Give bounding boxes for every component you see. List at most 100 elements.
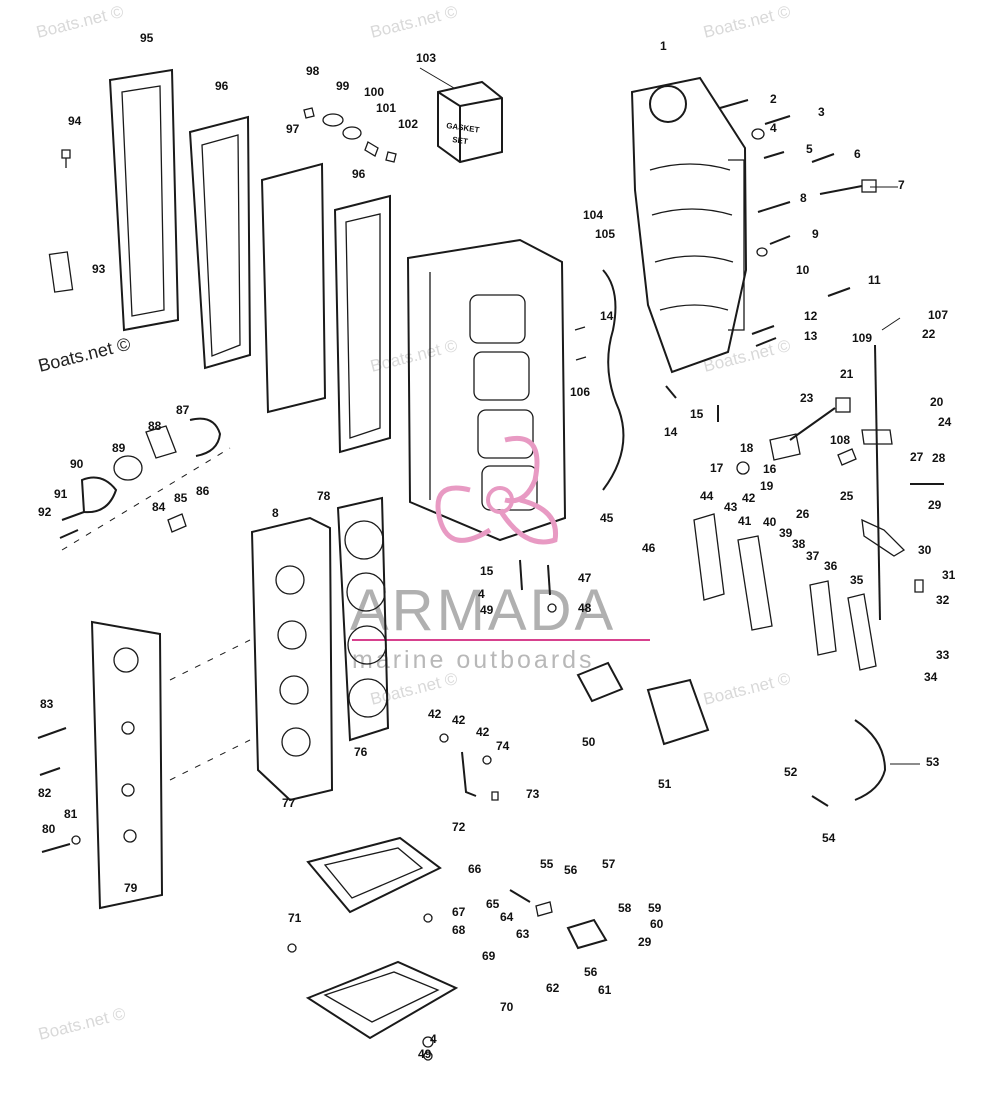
callout-100: 100 [364,85,384,99]
exhaust-gasket-96b [333,194,391,454]
watermark: Boats.net © [368,2,459,42]
callout-58: 58 [618,901,632,915]
crankcase-outline [630,76,748,374]
nut-74 [482,755,492,765]
callout-49: 49 [480,603,494,617]
linkage-assembly [693,344,944,801]
callout-77: 77 [282,796,296,810]
callout-37: 37 [806,549,820,563]
plug-83 [37,727,67,739]
callout-94: 94 [68,114,82,128]
lever-41 [737,535,773,631]
callout-32: 32 [936,593,950,607]
bolt-91 [61,511,85,521]
callout-44: 44 [700,489,714,503]
callout-70: 70 [500,1000,514,1014]
callout-71: 71 [288,911,302,925]
gasket-ring-1 [344,520,384,560]
hose-end-54 [811,795,829,807]
callout-26: 26 [796,507,810,521]
callout-81: 81 [64,807,78,821]
watermark-layer: Boats.net © Boats.net © Boats.net © Boat… [34,2,792,1044]
callout-30: 30 [918,543,932,557]
callout-11: 11 [868,273,881,287]
callout-9: 9 [812,227,819,241]
pin-47 [547,564,551,596]
watermark: Boats.net © [701,669,792,709]
callout-29: 29 [928,498,942,512]
callout-17: 17 [710,461,724,475]
logo-wordmark: ARMADA [350,578,616,643]
logo-hub [486,486,514,514]
bolt-65 [509,889,531,903]
cylinder-head [169,496,390,802]
valve-102 [385,151,397,163]
head-chamber-2 [277,620,307,650]
leader-line [881,317,901,331]
small-plate [48,251,74,293]
gasket-66-inner [323,847,424,899]
watermark: Boats.net © [36,334,132,376]
gasket-box-label-2: SET [452,135,469,146]
housing-70-inner [323,971,440,1023]
lever-44 [693,513,725,601]
cover-90 [80,476,118,514]
callout-49: 49 [418,1047,432,1061]
cover-plate [37,620,164,910]
screw-98 [303,107,315,119]
callout-4: 4 [430,1032,437,1046]
callout-80: 80 [42,822,56,836]
crankcase-flange [728,159,745,331]
callout-98: 98 [306,64,320,78]
callout-20: 20 [930,395,944,409]
plate-hole-4 [123,829,137,843]
nut-49b [423,1051,433,1061]
logo-petal-left [435,485,492,543]
watermark: Boats.net © [368,669,459,709]
cylinder-block [406,238,719,542]
alignment-line [169,739,251,781]
block-bracket-curve [602,269,625,491]
exhaust-gasket-96 [188,115,252,370]
callout-38: 38 [792,537,806,551]
nut-17 [736,461,750,475]
callout-101: 101 [376,101,396,115]
bolt-82 [39,767,61,776]
alignment-line [169,639,251,681]
callout-83: 83 [40,697,54,711]
logo-petal-top [504,436,540,504]
head-chamber-3 [279,675,309,705]
plate-79 [90,620,164,910]
callout-42: 42 [742,491,756,505]
callout-39: 39 [779,526,793,540]
callout-14: 14 [600,309,614,323]
callout-86: 86 [196,484,210,498]
clip-63 [535,901,553,917]
callout-29: 29 [638,935,652,949]
watermark: Boats.net © [34,2,125,42]
callout-45: 45 [600,511,614,525]
callout-79: 79 [124,881,138,895]
callout-52: 52 [784,765,798,779]
clip-108 [837,448,857,466]
callout-18: 18 [740,441,754,455]
callout-89: 89 [112,441,126,455]
callout-34: 34 [924,670,938,684]
callout-104: 104 [583,208,603,222]
block-port-2 [473,351,530,401]
callout-105: 105 [595,227,615,241]
lever-108 [861,429,893,445]
leader-lines [419,67,920,765]
bolt-92 [59,529,79,539]
valve-84 [167,513,187,533]
callout-28: 28 [932,451,946,465]
head-chamber-1 [275,565,305,595]
middle-fittings [439,559,829,807]
block-port-3 [477,409,534,459]
callout-65: 65 [486,897,500,911]
thermostat-88 [145,425,177,459]
crankcase-webs [649,163,734,311]
callout-40: 40 [763,515,777,529]
callout-90: 90 [70,457,84,471]
logo-tagline: marine outboards [352,646,595,674]
